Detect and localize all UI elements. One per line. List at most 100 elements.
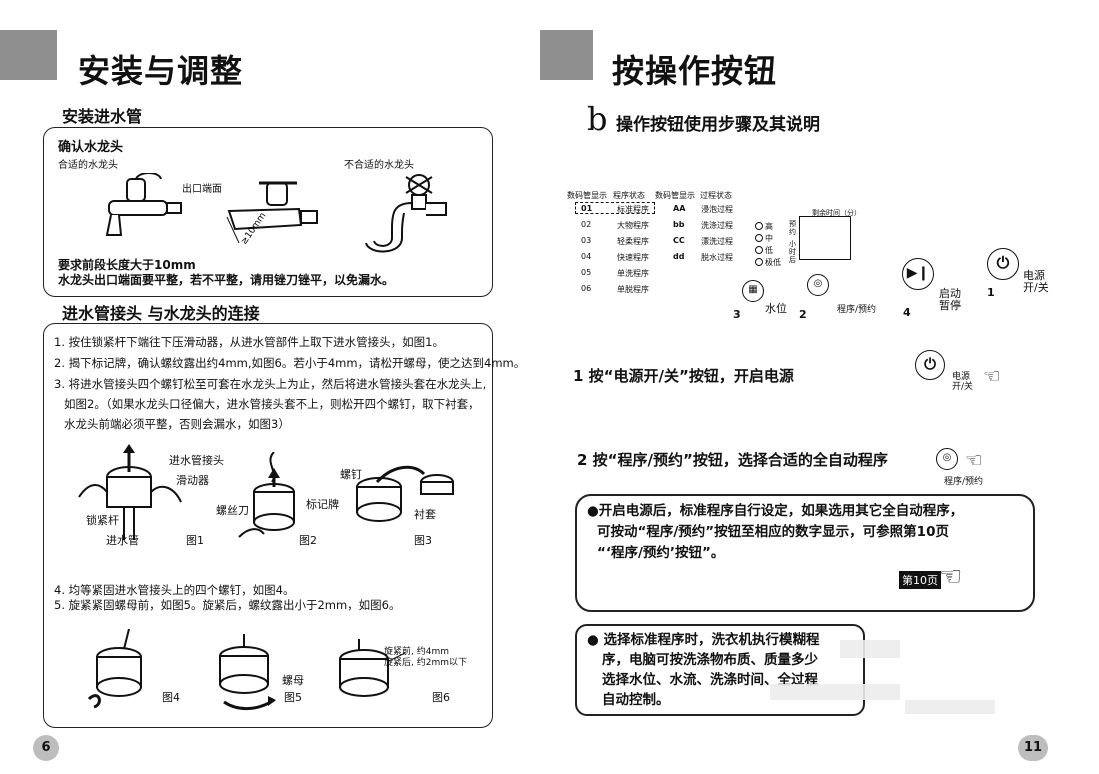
code-AA: AA — [673, 204, 686, 213]
hour-label: 小时后 — [789, 240, 796, 264]
scan-artifact-3 — [905, 700, 995, 714]
fig6-after-note: 旋紧后, 约2mm以下 — [384, 658, 467, 668]
code-04: 04 — [581, 252, 592, 261]
bad-faucet-label: 不合适的水龙头 — [344, 160, 414, 171]
figure-5-illustration — [219, 634, 276, 710]
faucet-check-box: 确认水龙头 合适的水龙头 不合适的水龙头 出口端面 ≥10mm 要求前段长度大于… — [43, 127, 493, 297]
figure-3-caption: 图3 — [414, 534, 432, 547]
remaining-time-label: 剩余时间（分） — [812, 209, 861, 217]
pointing-hand-icon-3: ☜ — [939, 562, 963, 592]
step-5-text: 5. 旋紧紧固螺母前，如图5。旋紧后，螺纹露出小于2mm，如图6。 — [54, 598, 401, 612]
good-faucet-illustration-1 — [105, 173, 182, 236]
note2-line-2: 序，电脑可按洗涤物布质、质量多少 — [602, 652, 818, 668]
fig1-connector-label: 进水管接头 — [169, 454, 224, 467]
program-standard: 标准程序 — [617, 205, 649, 214]
selected-program-outline — [575, 202, 655, 214]
figure-3-illustration — [356, 465, 454, 522]
water-level-label: 水位 — [765, 302, 787, 315]
level-label-high: 高 — [765, 222, 773, 231]
control-panel-diagram: 数码管显示 程序状态 数码管显示 过程状态 01 02 03 04 05 06 … — [567, 190, 1057, 330]
figure-6-illustration — [339, 639, 406, 697]
fig5-nut-label: 螺母 — [282, 674, 304, 687]
code-01: 01 — [581, 204, 593, 213]
program-reserve-label: 程序/预约 — [837, 305, 877, 315]
step-3-text-c: 水龙头前端必须平整，否则会漏水，如图3） — [64, 417, 290, 431]
fig2-tag-label: 标记牌 — [306, 498, 339, 511]
page-10-reference: 第10页 — [899, 571, 941, 589]
note2-line-4: 自动控制。 — [602, 692, 670, 708]
note2-line-3: 选择水位、水流、洗涤时间、全过程 — [602, 672, 818, 688]
step-1-power-on: 1 按“电源开/关”按钮，开启电源 — [573, 367, 794, 385]
process-wash: 洗涤过程 — [701, 221, 733, 230]
left-page-number: 6 — [33, 735, 59, 761]
figure-4-caption: 图4 — [162, 691, 180, 704]
level-indicator-high — [755, 222, 763, 230]
fig1-slider-label: 滑动器 — [176, 474, 209, 487]
power-button[interactable]: ⏻ — [987, 248, 1019, 280]
level-label-xlow: 极低 — [765, 258, 781, 267]
program-quick: 快速程序 — [617, 253, 649, 262]
note2-line-1: ● 选择标准程序时，洗衣机执行模糊程 — [587, 632, 820, 648]
front-length-requirement: 要求前段长度大于10mm — [58, 258, 196, 272]
program-spin-only: 单脱程序 — [617, 285, 649, 294]
fuzzy-program-note-box: ● 选择标准程序时，洗衣机执行模糊程 序，电脑可按洗涤物布质、质量多少 选择水位… — [575, 624, 865, 716]
left-page-title: 安装与调整 — [78, 52, 244, 90]
power-button-icon: ⏻ — [915, 350, 945, 380]
fig1-inlet-pipe-label: 进水管 — [106, 534, 139, 547]
step-3-text-b: 如图2。（如果水龙头口径偏大，进水管接头套不上，则松开四个螺钉，取下衬套， — [64, 397, 480, 411]
level-indicator-low — [755, 246, 763, 254]
start-pause-button[interactable]: ▶❙ — [902, 258, 934, 290]
figure-2-illustration — [238, 452, 295, 538]
section-letter-b: b — [587, 100, 608, 138]
step-marker-4: 4 — [903, 306, 911, 319]
figure-1-illustration — [78, 444, 182, 540]
note1-line-1: ●开启电源后，标准程序自行设定，如果选用其它全自动程序， — [587, 503, 964, 519]
left-header-block — [0, 30, 57, 80]
step-3-text-a: 3. 将进水管接头四个螺钉松至可套在水龙头上为止，然后将进水管接头套在水龙头上, — [54, 377, 487, 391]
code-02: 02 — [581, 220, 592, 229]
code-06: 06 — [581, 284, 592, 293]
right-header-block — [540, 30, 593, 80]
water-level-button[interactable]: ▦ — [742, 280, 764, 302]
power-icon-label: 电源开/关 — [952, 372, 974, 392]
code-03: 03 — [581, 236, 592, 245]
code-dd: dd — [673, 252, 685, 261]
process-soak: 浸泡过程 — [701, 205, 733, 214]
outlet-face-label: 出口端面 — [182, 184, 222, 195]
figure-2-caption: 图2 — [299, 534, 317, 547]
program-reserve-button[interactable]: ◎ — [807, 274, 829, 296]
fig2-screwdriver-label: 螺丝刀 — [216, 504, 249, 517]
power-on-note-box: ●开启电源后，标准程序自行设定，如果选用其它全自动程序， 可按动“程序/预约”按… — [575, 494, 1035, 612]
program-large: 大物程序 — [617, 221, 649, 230]
col-header-program: 程序状态 — [613, 191, 645, 200]
fig1-lock-lever-label: 锁紧杆 — [86, 514, 119, 527]
process-spin: 脱水过程 — [701, 253, 733, 262]
fig3-screw-label: 螺钉 — [340, 468, 362, 481]
note1-line-3: “‘程序/预约’按钮”。 — [597, 545, 725, 561]
section-operation-steps: 操作按钮使用步骤及其说明 — [616, 115, 820, 135]
section-connector-to-faucet: 进水管接头 与水龙头的连接 — [62, 304, 260, 323]
code-05: 05 — [581, 268, 592, 277]
faucet-check-heading: 确认水龙头 — [58, 140, 124, 155]
code-bb: bb — [673, 220, 685, 229]
program-icon-label: 程序/预约 — [944, 477, 984, 487]
step-4-text: 4. 均等紧固进水管接头上的四个螺钉，如图4。 — [54, 583, 295, 597]
power-label: 电源开/关 — [1023, 269, 1049, 294]
figure-4-illustration — [87, 629, 142, 709]
outlet-flatness-note: 水龙头出口端面要平整，若不平整，请用锉刀锉平，以免漏水。 — [58, 273, 395, 287]
pointing-hand-icon-2: ☜ — [965, 448, 983, 472]
code-CC: CC — [673, 236, 685, 245]
scan-artifact-2 — [770, 684, 900, 700]
bad-faucet-illustration — [365, 174, 447, 253]
step-1-text: 1. 按住锁紧杆下端往下压滑动器，从进水管部件上取下进水管接头，如图1。 — [54, 335, 444, 349]
level-indicator-xlow — [755, 258, 763, 266]
col-header-process: 过程状态 — [700, 191, 732, 200]
step-marker-2: 2 — [799, 308, 807, 321]
start-pause-label: 启动暂停 — [939, 287, 961, 312]
good-faucet-label: 合适的水龙头 — [58, 160, 118, 171]
program-button-icon: ◎ — [936, 448, 958, 470]
scan-artifact-1 — [840, 640, 900, 658]
pointing-hand-icon-1: ☜ — [983, 364, 1001, 388]
step-2-text: 2. 揭下标记牌，确认螺纹露出约4mm,如图6。若小于4mm，请松开螺母，使之达… — [54, 356, 526, 370]
right-page-title: 按操作按钮 — [612, 52, 778, 90]
